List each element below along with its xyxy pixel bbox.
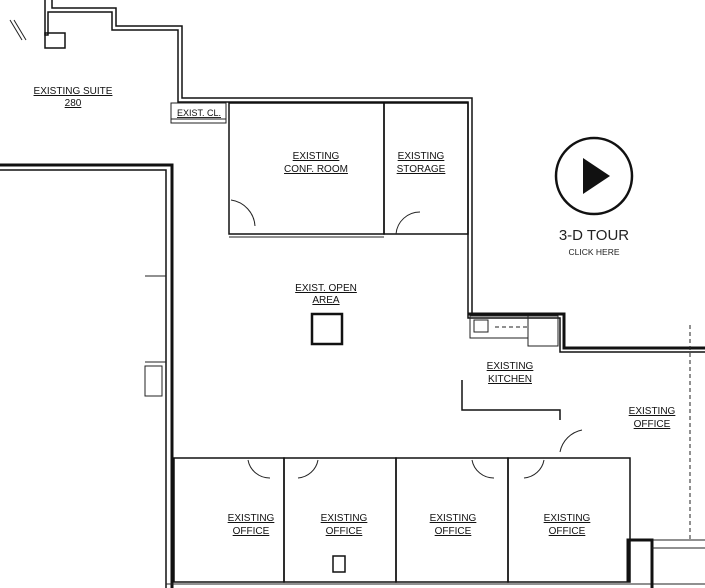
label-office1-line2: OFFICE <box>233 526 270 537</box>
closet <box>170 102 227 124</box>
label-suite-280-line2: 280 <box>65 98 82 109</box>
label-office2-line2: OFFICE <box>326 526 363 537</box>
storage-room <box>383 102 469 235</box>
label-office-right-line2: OFFICE <box>634 419 671 430</box>
kitchen <box>461 315 583 453</box>
play-icon[interactable] <box>583 158 610 194</box>
tour-button[interactable]: 3-D TOUR CLICK HERE <box>554 136 634 257</box>
label-office2-line1: EXISTING <box>321 513 368 524</box>
label-office3-line1: EXISTING <box>430 513 477 524</box>
right-office <box>626 325 705 588</box>
label-office-right-line1: EXISTING <box>629 406 676 417</box>
label-open-line1: EXIST. OPEN <box>295 283 357 294</box>
offices-row <box>166 457 705 585</box>
column <box>310 312 344 346</box>
label-kitchen-line2: KITCHEN <box>488 374 532 385</box>
label-conf-line1: EXISTING <box>293 151 340 162</box>
tour-title[interactable]: 3-D TOUR <box>559 227 629 244</box>
outer-walls <box>0 163 705 588</box>
label-closet: EXIST. CL. <box>177 108 221 118</box>
label-open-line2: AREA <box>312 295 340 306</box>
label-kitchen-line1: EXISTING <box>487 361 534 372</box>
tour-subtitle[interactable]: CLICK HERE <box>568 247 619 257</box>
room-labels: EXISTING SUITE 280 EXIST. CL. EXISTING C… <box>34 86 676 537</box>
label-storage-line2: STORAGE <box>397 164 446 175</box>
label-suite-280-line1: EXISTING SUITE <box>34 86 113 97</box>
label-office1-line1: EXISTING <box>228 513 275 524</box>
label-storage-line1: EXISTING <box>398 151 445 162</box>
label-office4-line1: EXISTING <box>544 513 591 524</box>
label-office4-line2: OFFICE <box>549 526 586 537</box>
label-office3-line2: OFFICE <box>435 526 472 537</box>
label-conf-line2: CONF. ROOM <box>284 164 348 175</box>
